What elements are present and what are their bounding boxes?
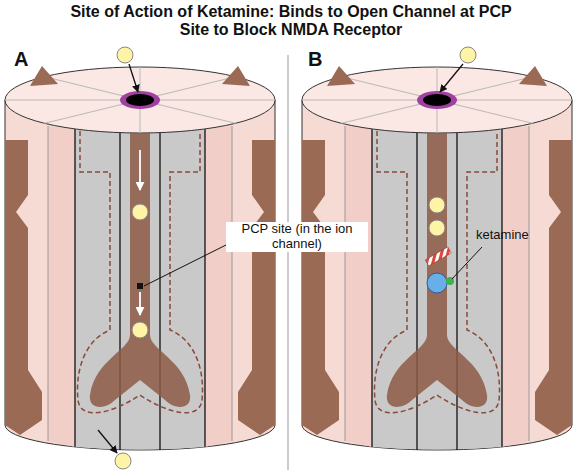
callout-label: ketamine <box>476 228 566 243</box>
figure-title: Site of Action of Ketamine: Binds to Ope… <box>66 3 516 40</box>
ion <box>132 204 148 220</box>
ion <box>115 453 131 469</box>
ion <box>429 197 445 213</box>
ion <box>132 322 148 338</box>
ion-flow-arrow <box>129 64 138 92</box>
callout-label: PCP site (in the ion channel) <box>226 222 368 252</box>
pcp-site-marker <box>137 283 143 289</box>
panel-letter: B <box>308 48 338 71</box>
nmda-receptor-channel <box>302 66 572 450</box>
nmda-receptor-channel <box>5 66 275 450</box>
block-bar <box>425 247 451 266</box>
ion-flow-arrow <box>139 150 141 190</box>
ketamine-molecule <box>427 273 447 293</box>
ion-flow-arrow <box>98 430 117 453</box>
panel-letter: A <box>14 48 44 71</box>
ion <box>460 47 476 63</box>
ion <box>429 220 445 236</box>
leader-line <box>452 247 482 279</box>
ion-flow-arrow <box>440 64 463 92</box>
leader-line <box>144 240 236 286</box>
ion <box>117 47 133 63</box>
ion-flow-arrow <box>139 292 141 315</box>
panel-divider <box>288 55 289 470</box>
